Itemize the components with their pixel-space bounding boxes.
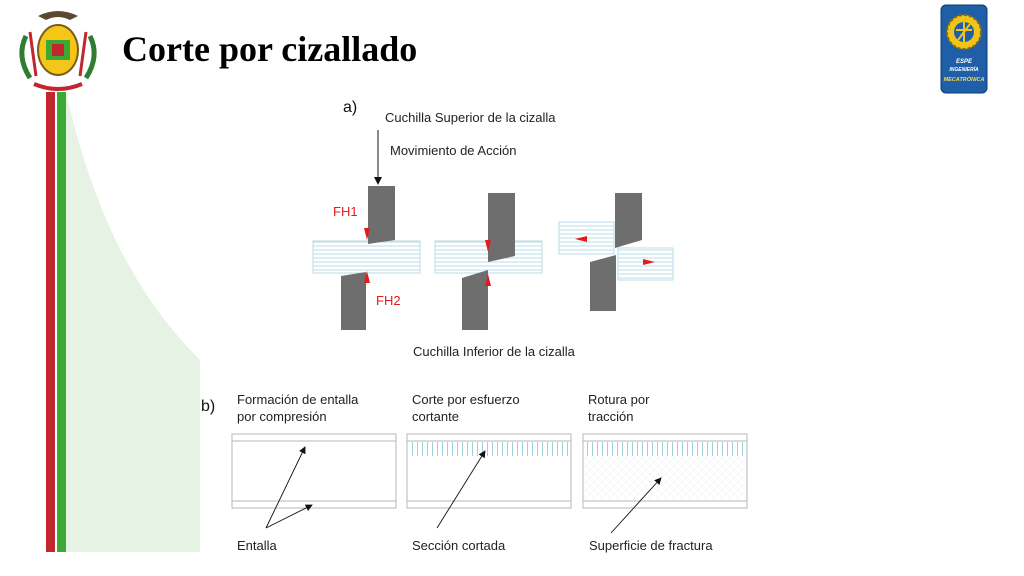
fh1-label: FH1 (333, 204, 358, 219)
upper-blade-2 (488, 193, 515, 262)
caption-entalla: Entalla (237, 538, 278, 553)
stage3-left-arrow (575, 236, 587, 242)
white-stripe (55, 92, 57, 552)
stage1-title-line2: por compresión (237, 409, 327, 424)
fh2-arrow (364, 271, 370, 283)
panel-superficie-fractura (582, 433, 748, 509)
stage2-down-arrow (485, 240, 491, 252)
green-stripe (57, 92, 66, 552)
logo-line3: MECATRÓNICA (944, 76, 985, 83)
stage3-right-arrow (643, 259, 655, 265)
fh2-label: FH2 (376, 293, 401, 308)
fractura-arrow (610, 477, 662, 534)
panel-seccion-cortada (406, 433, 572, 509)
stage2-title-line1: Corte por esfuerzo (412, 392, 520, 407)
entalla-arrow-bottom (265, 504, 313, 529)
panel-entalla (231, 433, 397, 509)
stage2-up-arrow (485, 274, 491, 286)
stage3-title-line2: tracción (588, 409, 634, 424)
figure-b-label: b) (201, 398, 215, 415)
seccion-arrow (436, 450, 486, 529)
lower-blade-1 (341, 272, 366, 330)
figure-a-label: a) (343, 99, 357, 116)
logo-line2: INGENIERÍA (949, 66, 979, 73)
lower-blade-3 (590, 255, 616, 311)
fh1-arrow (364, 228, 370, 240)
sheet-stage-1 (312, 240, 421, 274)
university-crest-icon (19, 11, 97, 91)
red-stripe (46, 92, 55, 552)
stage2-title-line2: cortante (412, 409, 459, 424)
upper-blade-label: Cuchilla Superior de la cizalla (385, 110, 556, 125)
logo-line1: ESPE (956, 59, 973, 65)
espe-mecatronica-logo: ESPE INGENIERÍA MECATRÓNICA (940, 4, 988, 94)
upper-blade-3 (615, 193, 642, 248)
action-label: Movimiento de Acción (390, 143, 516, 158)
caption-seccion: Sección cortada (412, 538, 506, 553)
lower-blade-2 (462, 270, 488, 330)
entalla-arrow-top (265, 446, 306, 529)
lower-blade-label: Cuchilla Inferior de la cizalla (413, 344, 576, 359)
upper-blade-1 (368, 186, 395, 244)
caption-fractura: Superficie de fractura (589, 538, 713, 553)
stage1-title-line1: Formación de entalla (237, 392, 359, 407)
stage3-title-line1: Rotura por (588, 392, 650, 407)
slide-title: Corte por cizallado (122, 29, 418, 69)
